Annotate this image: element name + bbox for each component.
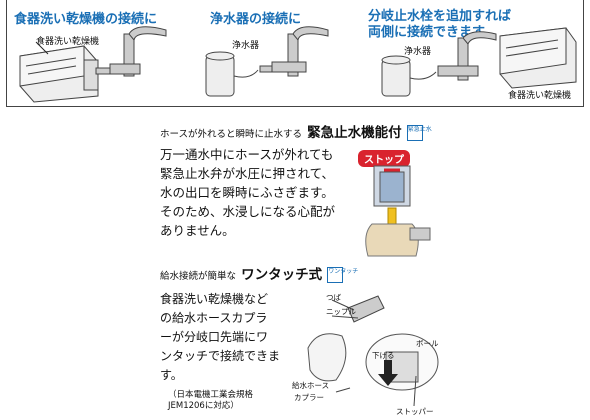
top-illustrations <box>19 26 577 103</box>
onetouch-line-3: ーが分岐口先端にワ <box>160 330 269 344</box>
panel3-title-line1: 分岐止水栓を追加すれば <box>368 9 512 24</box>
onetouch-line-1: 食器洗い乾燥機など <box>160 292 269 306</box>
onetouch-line-2: の給水ホースカプラ <box>160 311 268 325</box>
onetouch-badge: ワンタッチ <box>327 266 358 283</box>
panel2-label: 浄水器 <box>232 41 260 51</box>
onetouch-note-2: JEM1206に対応） <box>168 401 239 411</box>
label-ball: ボール <box>416 339 439 348</box>
emergency-valve-illustration <box>365 165 431 257</box>
label-hose-1: 給水ホース <box>292 381 330 390</box>
label-stopper: ストッパー <box>396 407 434 416</box>
emergency-prefix: ホースが外れると瞬時に止水する <box>160 129 303 140</box>
emergency-line-1: 万一通水中にホースが外れても <box>160 147 334 162</box>
water-purifier-drawing <box>205 51 259 97</box>
label-tsuba: つば <box>326 293 341 302</box>
onetouch-illustration <box>307 295 439 407</box>
onetouch-line-5: す。 <box>160 368 183 382</box>
water-purifier-drawing-3 <box>381 55 437 97</box>
emergency-header: ホースが外れると瞬時に止水する 緊急止水機能付 緊急止水 <box>160 121 432 141</box>
panel1-label: 食器洗い乾燥機 <box>36 37 100 47</box>
panel3-label-b: 食器洗い乾燥機 <box>508 91 572 101</box>
panel3-label-a: 浄水器 <box>404 47 432 57</box>
panel2-title: 浄水器の接続に <box>210 12 302 27</box>
dishwasher-drawing-3 <box>499 27 577 89</box>
onetouch-title: ワンタッチ式 <box>241 267 323 283</box>
emergency-title: 緊急止水機能付 <box>307 125 402 141</box>
onetouch-note-1: （日本電機工業会規格 <box>168 390 254 400</box>
emergency-line-5: ありません。 <box>160 223 235 238</box>
emergency-badge: 緊急止水 <box>406 124 432 141</box>
onetouch-line-4: ンタッチで接続できま <box>160 349 281 363</box>
label-push: 下げる <box>372 351 395 360</box>
panel1-title: 食器洗い乾燥機の接続に <box>14 12 158 27</box>
onetouch-header: 給水接続が簡単な ワンタッチ式 ワンタッチ <box>160 263 358 283</box>
stop-label: ストップ <box>358 150 410 167</box>
onetouch-note: （日本電機工業会規格 JEM1206に対応） <box>168 390 253 412</box>
onetouch-body: 食器洗い乾燥機など の給水ホースカプラ ーが分岐口先端にワ ンタッチで接続できま… <box>160 290 280 385</box>
faucet-drawing-1 <box>35 26 167 77</box>
label-nipple: ニップル <box>326 307 356 316</box>
emergency-line-2: 緊急止水弁が水圧に押されて、 <box>160 166 335 181</box>
emergency-line-4: そのため、水浸しになる心配が <box>160 204 336 219</box>
emergency-line-3: 水の出口を瞬時にふさぎます。 <box>160 185 334 200</box>
onetouch-prefix: 給水接続が簡単な <box>160 271 237 282</box>
faucet-drawing-3 <box>437 31 497 81</box>
dishwasher-drawing-1 <box>19 45 99 103</box>
emergency-body: 万一通水中にホースが外れても 緊急止水弁が水圧に押されて、 水の出口を瞬時にふさ… <box>160 145 335 240</box>
faucet-drawing-2 <box>259 26 329 77</box>
label-hose-2: カプラー <box>294 393 324 402</box>
